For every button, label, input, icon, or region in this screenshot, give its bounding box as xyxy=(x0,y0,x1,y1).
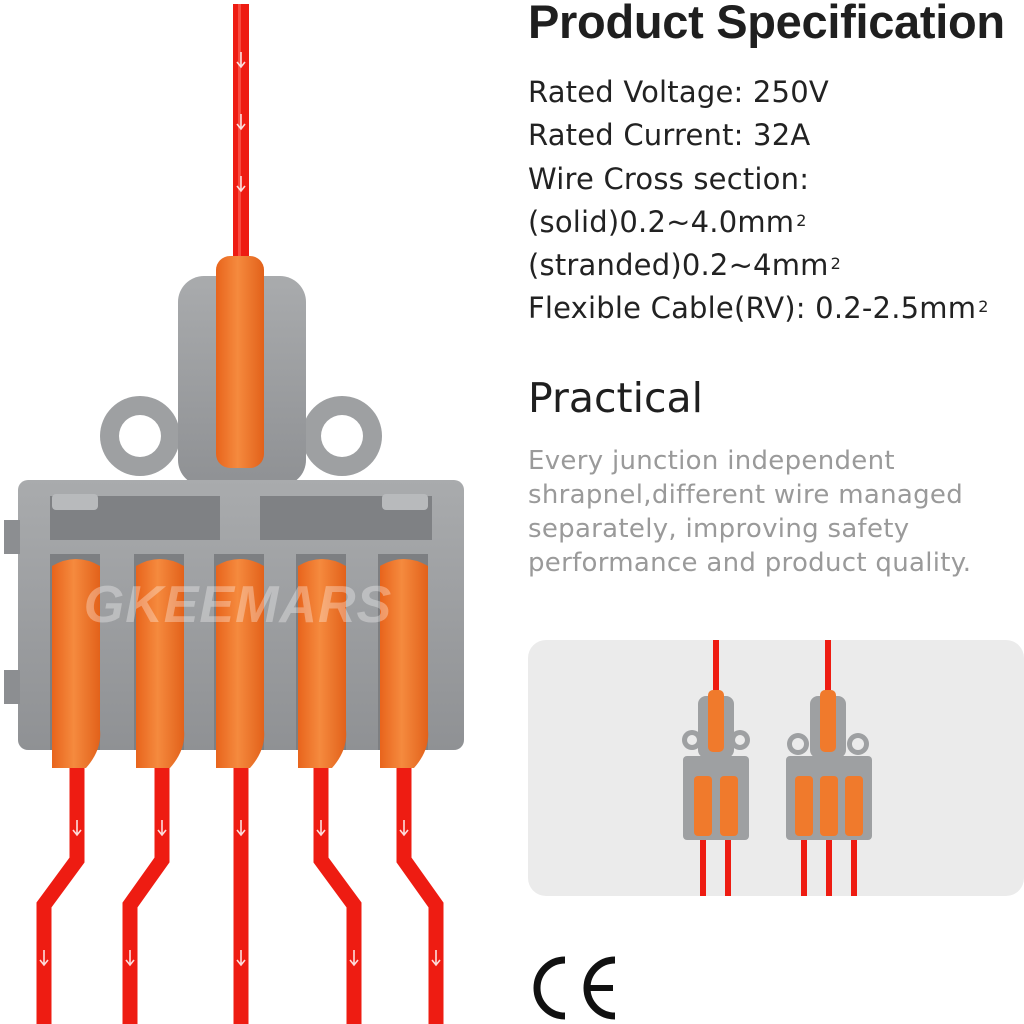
practical-description: Every junction independent shrapnel,diff… xyxy=(528,446,972,578)
two-way-connector xyxy=(682,640,750,896)
ce-mark-icon xyxy=(533,956,616,1020)
spec-value: 32A xyxy=(753,118,811,153)
wire-arrow-icon xyxy=(236,52,246,193)
input-wire xyxy=(233,4,249,266)
spec-wire-cross-section: Wire Cross section: xyxy=(528,158,989,201)
spec-value: 250V xyxy=(752,75,829,109)
page-title: Product Specification xyxy=(528,0,1005,48)
practical-heading: Practical xyxy=(528,374,704,422)
spec-rated-current: Rated Current: 32A xyxy=(528,114,989,157)
brand-watermark: GKEEMARS xyxy=(84,576,392,634)
spec-value: 0.2~4.0mm xyxy=(619,204,795,239)
spec-value: 0.2~4mm xyxy=(681,248,829,283)
spec-superscript: 2 xyxy=(978,297,989,317)
wire-arrow-icon xyxy=(39,820,441,967)
spec-label: (solid) xyxy=(528,204,620,239)
specification-list: Rated Voltage: 250V Rated Current: 32A W… xyxy=(528,71,989,331)
connector-illustration: GKEEMARS xyxy=(4,4,464,1024)
variant-thumbnail-panel xyxy=(528,640,1024,896)
connector-levers xyxy=(52,256,429,768)
output-wires xyxy=(36,760,444,1024)
spec-label: Wire Cross section: xyxy=(528,161,810,196)
spec-label: Rated Voltage: xyxy=(528,75,744,109)
spec-rated-voltage: Rated Voltage: 250V xyxy=(528,71,989,114)
spec-label: (stranded) xyxy=(528,248,682,283)
three-way-connector xyxy=(786,640,872,896)
small-connectors-image xyxy=(682,640,872,896)
spec-value: 0.2-2.5mm xyxy=(815,291,977,326)
spec-label: Flexible Cable(RV): xyxy=(528,291,806,326)
spec-superscript: 2 xyxy=(830,254,842,274)
spec-label: Rated Current: xyxy=(528,118,744,153)
spec-superscript: 2 xyxy=(796,210,807,230)
